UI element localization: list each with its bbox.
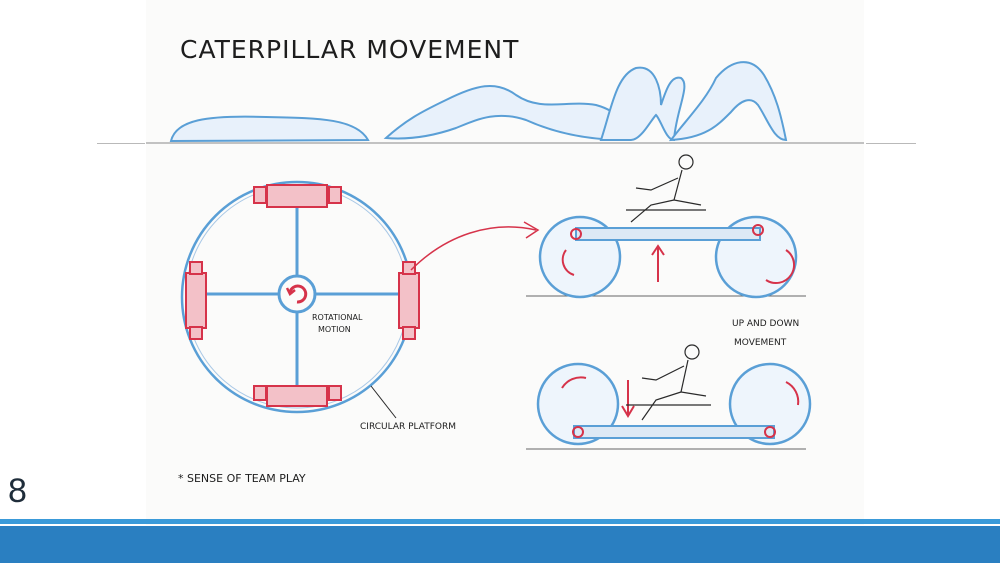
sketch-paper: CATERPILLAR MOVEMENT bbox=[146, 0, 864, 525]
seat-right bbox=[398, 272, 420, 329]
caterpillar-stage-arched bbox=[383, 84, 628, 142]
label-movement: MOVEMENT bbox=[734, 338, 787, 348]
caterpillar-stage-flat bbox=[169, 115, 370, 143]
footer-accent-line bbox=[0, 519, 1000, 524]
caterpillar-stage-bent bbox=[668, 61, 788, 142]
seat-left bbox=[185, 272, 207, 329]
slide-number: 8 bbox=[8, 472, 27, 510]
divider-line-left bbox=[97, 143, 145, 144]
vehicle-raised-illustration bbox=[526, 154, 806, 299]
connector-arrow bbox=[410, 226, 537, 271]
caterpillar-sequence-illustration bbox=[146, 61, 864, 144]
label-circular-platform: CIRCULAR PLATFORM bbox=[360, 422, 456, 432]
vehicle-lowered-illustration bbox=[526, 344, 812, 450]
caterpillar-stage-peak bbox=[599, 66, 686, 142]
label-motion: MOTION bbox=[318, 325, 351, 334]
rotation-arrow bbox=[288, 284, 308, 304]
label-up-and-down: UP AND DOWN bbox=[732, 319, 799, 329]
circular-platform-diagram: ROTATIONAL MOTION CIRCULAR PLATFORM bbox=[180, 180, 456, 432]
platform-seats bbox=[185, 184, 420, 407]
footer-bar bbox=[0, 526, 1000, 563]
rider-bottom bbox=[626, 344, 711, 421]
hub bbox=[277, 274, 317, 314]
seat-top bbox=[266, 184, 328, 208]
seat-bottom bbox=[266, 385, 328, 407]
label-team-play: * SENSE OF TEAM PLAY bbox=[178, 472, 306, 485]
sketch-title: CATERPILLAR MOVEMENT bbox=[180, 35, 519, 64]
label-rotational: ROTATIONAL bbox=[312, 313, 363, 322]
concept-sketch: CATERPILLAR MOVEMENT bbox=[146, 35, 864, 485]
rider-top bbox=[626, 154, 706, 223]
divider-line-right bbox=[866, 143, 916, 144]
